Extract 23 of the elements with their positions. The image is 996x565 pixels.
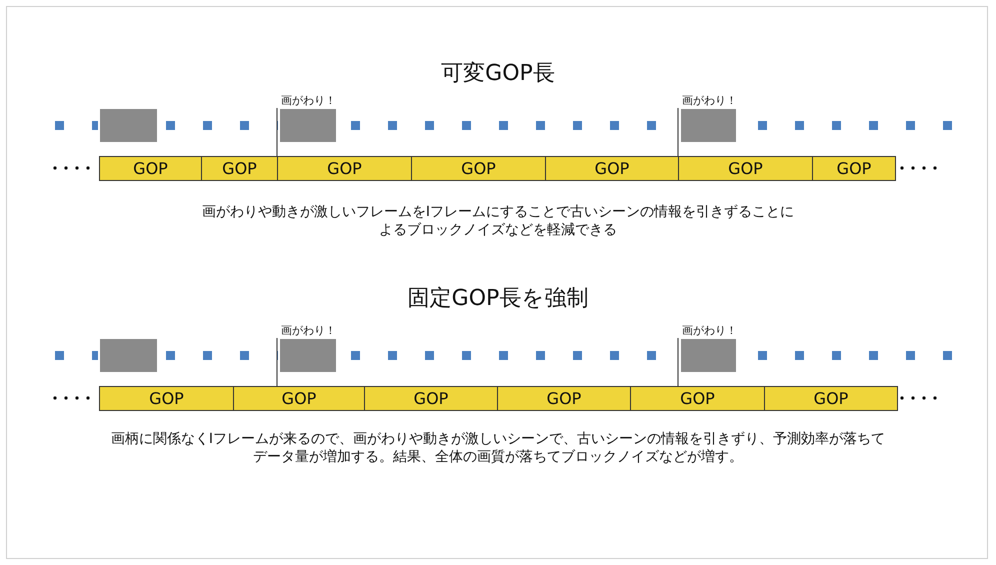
gop-segment: GOP	[277, 156, 412, 181]
scene-change-label: 画がわり！	[277, 94, 346, 108]
gop-segment: GOP	[201, 156, 278, 181]
gop-segment: GOP	[545, 156, 679, 181]
scene-change-label: 画がわり！	[678, 324, 747, 338]
leader-line	[276, 108, 278, 156]
scene-change-label: 画がわり！	[277, 324, 346, 338]
description-text: 画がわりや動きが激しいフレームをIフレームにすることで古いシーンの情報を引きずることによるブロックノイズなどを軽減できる	[200, 203, 796, 240]
description-text: 画柄に関係なくIフレームが来るので、画がわりや動きが激しいシーンで、古いシーンの情報を引きずり、予測効率が落ちてデータ量が増加する。結果、全体の画質が落ちてブロックノイズなどが増す。	[110, 430, 886, 466]
gop-segment: GOP	[411, 156, 546, 181]
section-title: 可変GOP長	[440, 60, 556, 88]
scene-change-label: 画がわり！	[678, 94, 747, 108]
gop-segment: GOP	[678, 156, 813, 181]
leader-line	[276, 338, 278, 386]
gop-segment: GOP	[630, 386, 765, 411]
gop-segment: GOP	[99, 386, 234, 411]
gop-segment: GOP	[233, 386, 365, 411]
gop-segment: GOP	[812, 156, 896, 181]
gop-segment: GOP	[764, 386, 898, 411]
gop-segment: GOP	[99, 156, 202, 181]
section-title: 固定GOP長を強制	[406, 285, 590, 313]
gop-segment: GOP	[497, 386, 631, 411]
gop-segment: GOP	[364, 386, 498, 411]
